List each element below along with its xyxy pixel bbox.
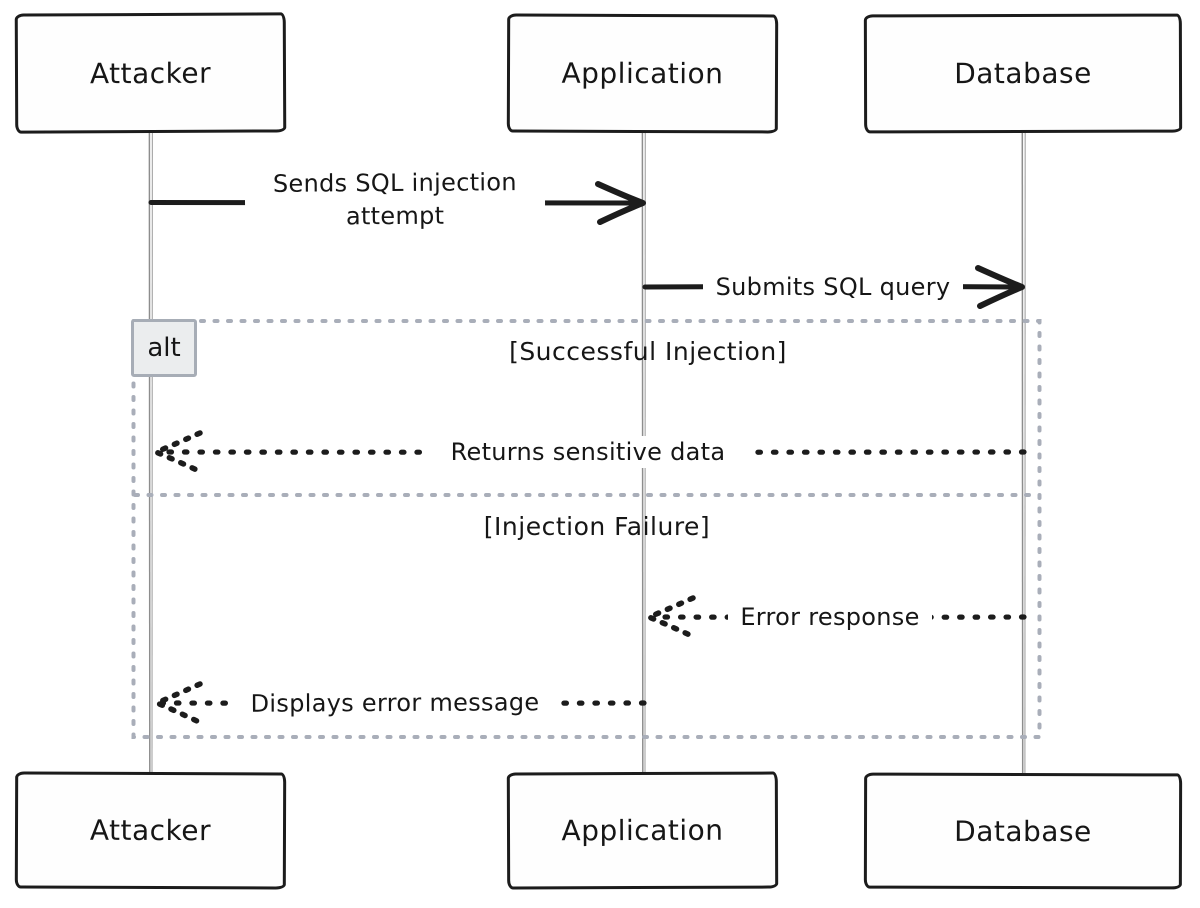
actor-label: Database xyxy=(954,56,1092,91)
message-label-returns-sensitive-data: Returns sensitive data xyxy=(423,436,753,468)
alt-operator-tag: alt xyxy=(131,319,197,377)
alt-section-condition-injection-failure: [Injection Failure] xyxy=(483,512,711,541)
actor-label: Attacker xyxy=(89,813,212,848)
lifeline-attacker xyxy=(148,132,153,774)
message-label-submits-sql-query: Submits SQL query xyxy=(703,271,963,303)
actor-label: Application xyxy=(561,56,724,91)
actor-label: Database xyxy=(954,814,1092,848)
message-arrow-displays-error-message xyxy=(149,681,647,725)
actor-box-attacker-bottom: Attacker xyxy=(14,771,287,890)
message-label-displays-error-message: Displays error message xyxy=(229,686,561,720)
actor-box-application-bottom: Application xyxy=(506,771,779,890)
alt-section-condition-successful-injection: [Successful Injection] xyxy=(509,337,787,366)
actor-box-database-top: Database xyxy=(863,13,1183,134)
message-label-error-response: Error response xyxy=(728,601,932,633)
actor-box-application-top: Application xyxy=(506,13,779,134)
actor-label: Application xyxy=(561,813,724,848)
alt-operator-label: alt xyxy=(147,333,181,363)
actor-box-attacker-top: Attacker xyxy=(14,12,287,134)
actor-box-database-bottom: Database xyxy=(863,772,1183,890)
actor-label: Attacker xyxy=(89,56,212,90)
message-label-sends-sql-injection-attempt: Sends SQL injection attempt xyxy=(244,165,546,235)
